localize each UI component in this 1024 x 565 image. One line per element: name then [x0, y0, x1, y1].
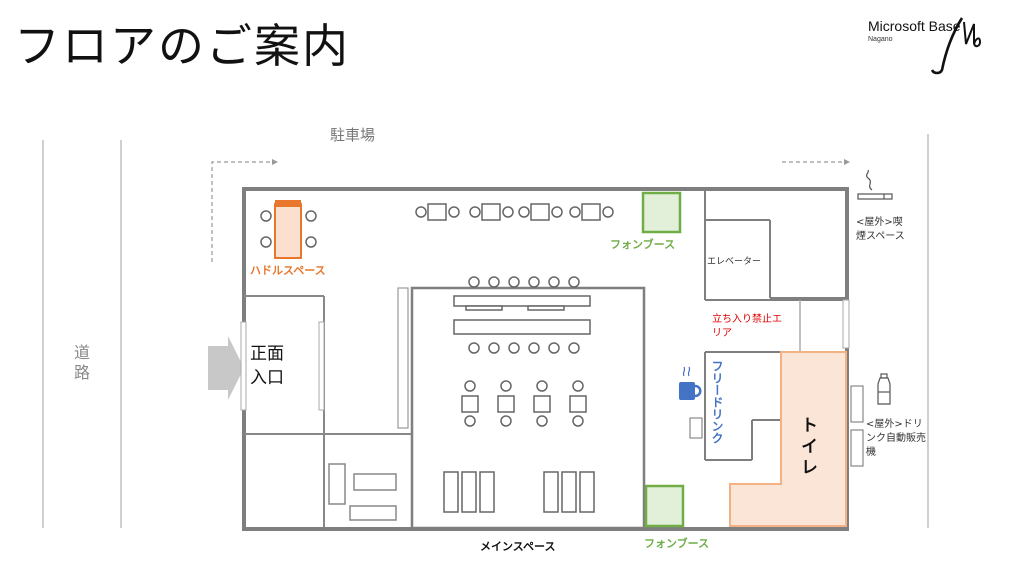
- free-drink-label: フリードリンク: [710, 360, 724, 444]
- top-tables: [415, 203, 614, 221]
- phone-booth-bottom-label: フォンブース: [644, 537, 710, 550]
- square-tables: [461, 380, 587, 427]
- elevator-label: エレベーター: [707, 257, 762, 267]
- parking-label: 駐車場: [330, 126, 376, 144]
- drink-machine: [689, 417, 703, 439]
- main-space-label: メインスペース: [480, 540, 556, 553]
- sofa-sets: [443, 471, 595, 513]
- coffee-cup-icon: [679, 366, 702, 400]
- vending-machine-1: [850, 385, 864, 423]
- page-title: フロアのご案内: [14, 19, 350, 73]
- side-door: [842, 299, 850, 349]
- entrance-arrow-icon: [208, 336, 244, 400]
- phone-booth-bottom: [644, 484, 685, 528]
- logo-subtext: Nagano: [868, 36, 893, 43]
- phone-booth-top-label: フォンブース: [610, 238, 676, 251]
- toilet-area: [729, 351, 847, 527]
- huddle-space-label: ハドルスペース: [250, 264, 326, 277]
- bottle-icon: [877, 373, 891, 405]
- phone-booth-top: [641, 191, 682, 234]
- long-tables: [453, 276, 591, 354]
- huddle-space: [260, 200, 317, 259]
- vending-machine-label: <屋外>ドリンク自動販売機: [866, 419, 926, 458]
- side-lounge: [328, 463, 397, 521]
- cigarette-icon: [857, 169, 893, 200]
- smoking-space-label: <屋外>喫煙スペース: [856, 217, 905, 242]
- logo-mark-icon: [930, 17, 982, 75]
- entrance-room: [240, 295, 412, 527]
- parking-arrow-right: [782, 159, 850, 165]
- logo-text: Microsoft Base: [868, 18, 961, 34]
- toilet-label: トイレ: [797, 416, 817, 479]
- road-label: 道路: [71, 344, 90, 384]
- main-space-room: [410, 286, 646, 530]
- elevator-block: [704, 189, 846, 301]
- free-drink-room: [704, 351, 781, 461]
- no-entry-label: 立ち入り禁止エリア: [712, 314, 782, 339]
- vending-machine-2: [850, 429, 864, 467]
- parking-arrow-left: [211, 159, 278, 262]
- partition-wall: [397, 287, 409, 429]
- entrance-label: 正面入口: [250, 344, 284, 388]
